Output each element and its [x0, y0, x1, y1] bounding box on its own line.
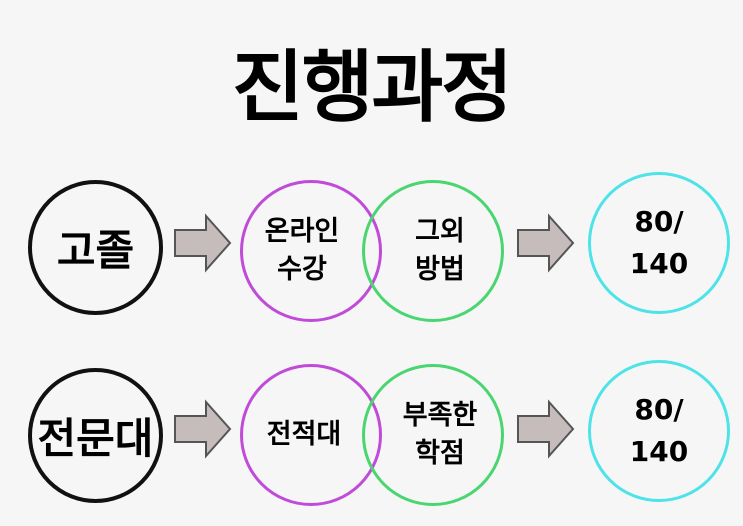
- result-circle-1: 80/ 140: [588, 172, 730, 314]
- start-label-1: 고졸: [56, 226, 135, 275]
- result-label-2: 80/ 140: [629, 393, 689, 468]
- arrow-right-icon: [174, 213, 232, 273]
- arrow-right-icon: [174, 399, 232, 459]
- arrow-right-icon: [517, 213, 575, 273]
- venn-left-circle-2: 전적대: [240, 364, 382, 506]
- venn-right-circle-1: 그외 방법: [362, 180, 504, 322]
- start-label-2: 전문대: [37, 414, 154, 463]
- venn-right-label-2: 부족한 학점: [402, 400, 478, 469]
- result-label-1: 80/ 140: [629, 205, 689, 280]
- result-circle-2: 80/ 140: [588, 360, 730, 502]
- page-title: 진행과정: [231, 43, 513, 133]
- arrow-right-icon: [517, 399, 575, 459]
- venn-left-label-2: 전적대: [266, 419, 342, 450]
- venn-right-label-1: 그외 방법: [415, 216, 465, 285]
- venn-left-circle-1: 온라인 수강: [240, 180, 382, 322]
- start-circle-1: 고졸: [28, 180, 163, 315]
- venn-left-label-1: 온라인 수강: [264, 216, 340, 285]
- start-circle-2: 전문대: [28, 368, 163, 503]
- venn-right-circle-2: 부족한 학점: [362, 364, 504, 506]
